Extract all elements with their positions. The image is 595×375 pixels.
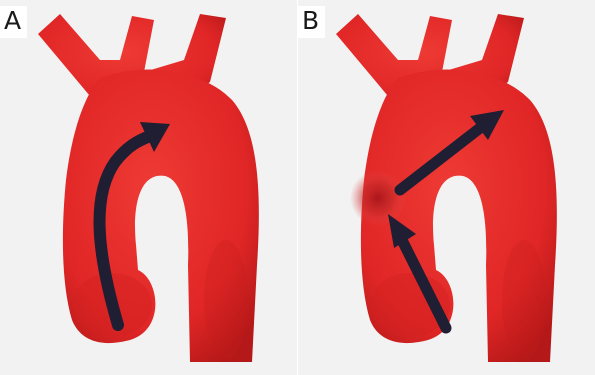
panel-b: B — [298, 0, 595, 375]
panel-a: A — [0, 0, 297, 375]
panel-b-label: B — [298, 6, 325, 38]
aorta-diagram-a — [0, 0, 297, 375]
lesion-blotch — [350, 170, 406, 226]
aorta-diagram-b — [298, 0, 595, 375]
panel-a-label: A — [0, 6, 27, 38]
